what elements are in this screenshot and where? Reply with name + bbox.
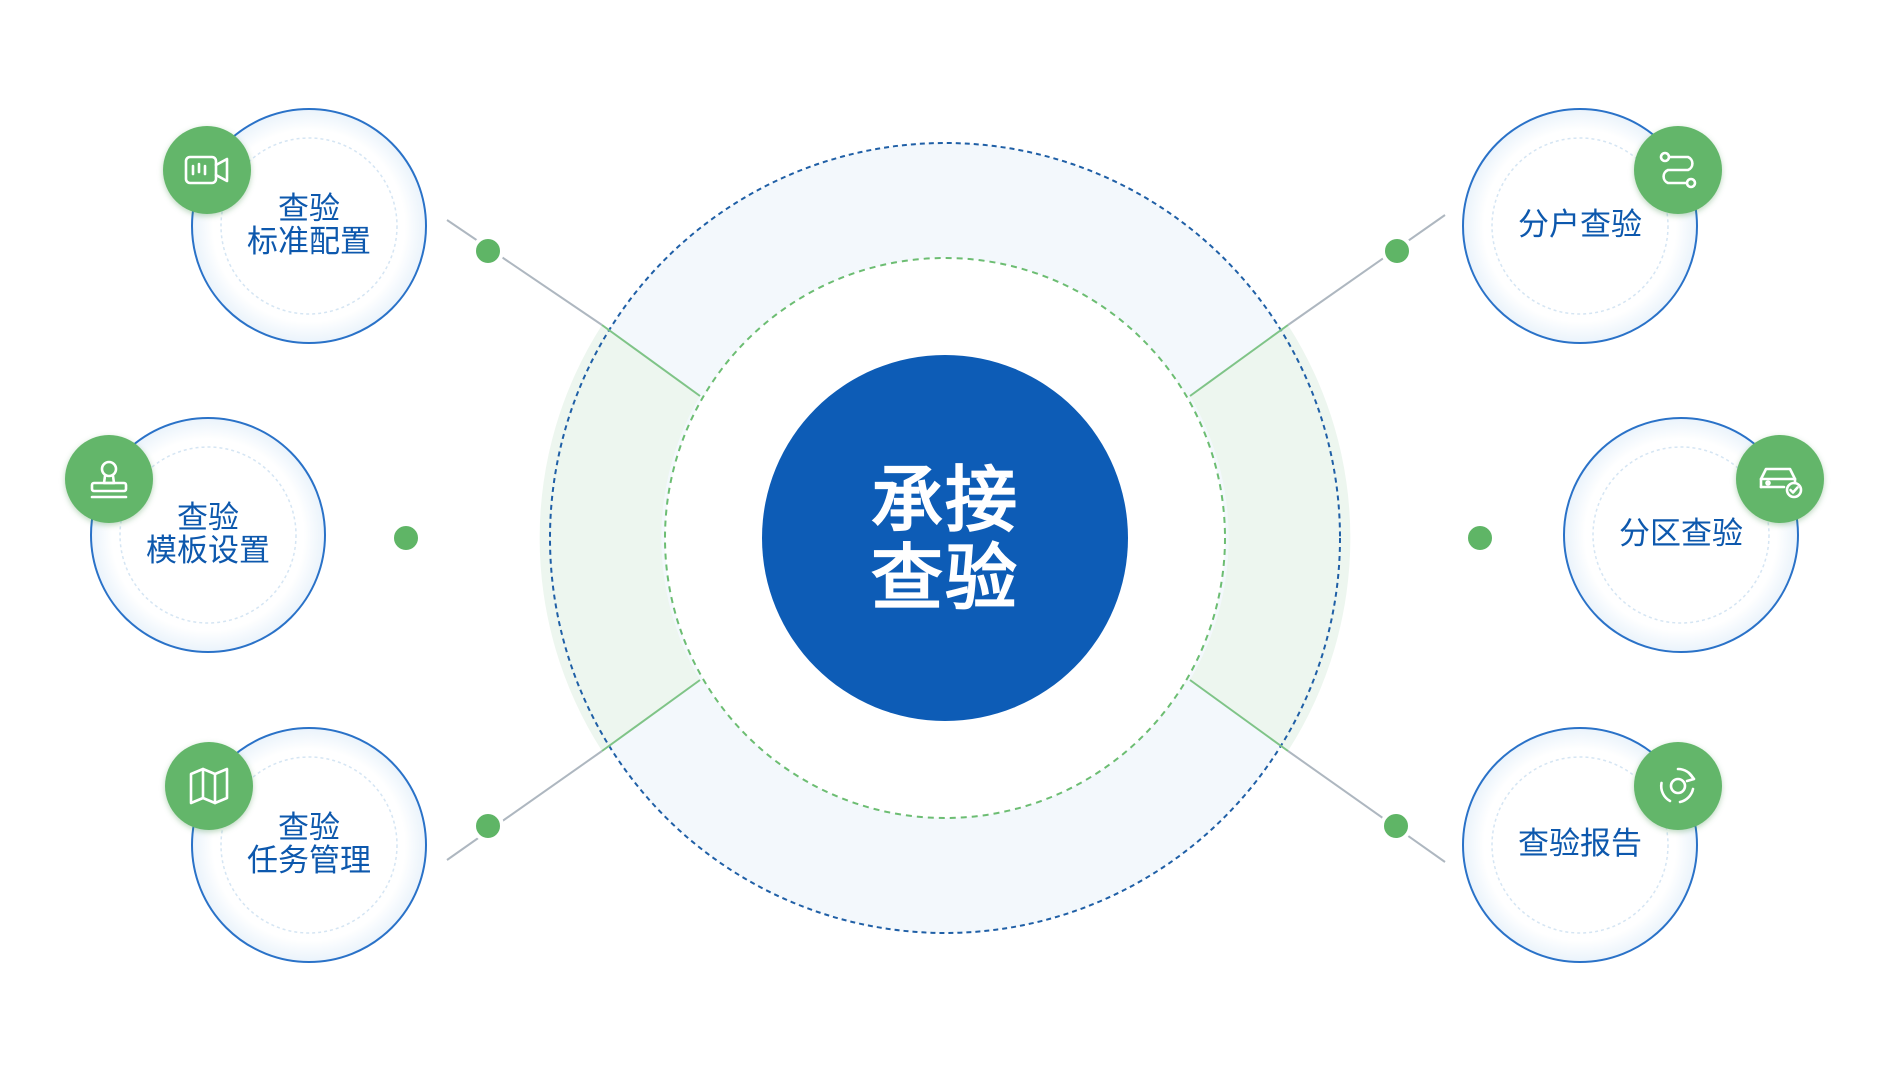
module-task-management[interactable]: 查验 任务管理	[191, 727, 427, 963]
module-template-settings[interactable]: 查验 模板设置	[90, 417, 326, 653]
center-core	[762, 355, 1128, 721]
module-label-line2: 模板设置	[146, 533, 270, 569]
module-label-line1: 查验	[177, 499, 239, 536]
module-household-inspection[interactable]: 分户查验	[1462, 108, 1698, 344]
module-label: 分区查验	[1619, 516, 1743, 553]
inner-dashed-ring	[664, 257, 1226, 819]
connector-lines	[446, 214, 1446, 863]
outer-dashed-ring	[549, 142, 1341, 934]
connector-dots	[390, 235, 1496, 842]
highlight-sectors	[539, 325, 1351, 751]
module-inspection-report[interactable]: 查验报告	[1462, 727, 1698, 963]
module-zone-inspection[interactable]: 分区查验	[1563, 417, 1799, 653]
stamp-icon	[65, 435, 153, 523]
car-check-icon	[1736, 435, 1824, 523]
module-label-line2: 任务管理	[247, 843, 371, 879]
video-camera-icon	[163, 126, 251, 214]
module-label-line2: 标准配置	[247, 224, 371, 260]
refresh-cycle-icon	[1634, 742, 1722, 830]
module-label: 查验报告	[1518, 826, 1642, 863]
module-standard-config[interactable]: 查验 标准配置	[191, 108, 427, 344]
module-label-line1: 查验	[278, 190, 340, 227]
route-icon	[1634, 126, 1722, 214]
module-label: 分户查验	[1518, 207, 1642, 244]
map-icon	[165, 742, 253, 830]
module-label-line1: 查验	[278, 809, 340, 846]
